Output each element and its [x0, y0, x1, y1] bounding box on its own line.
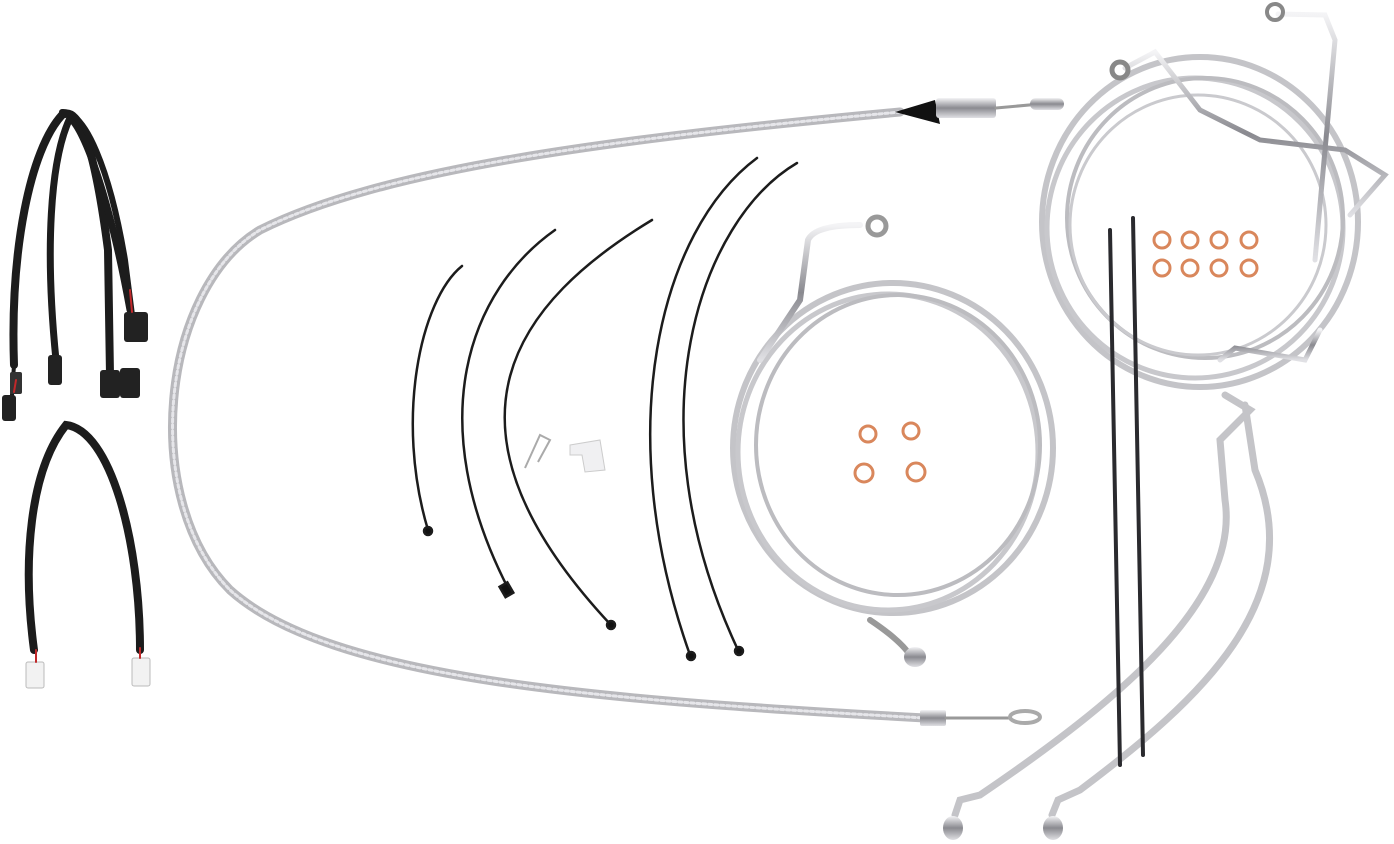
brake-line-coil-right	[943, 2, 1389, 840]
copper-washers-right	[1152, 230, 1259, 278]
lower-wiring-harness	[24, 420, 151, 689]
small-hardware	[524, 433, 606, 473]
clutch-cable	[168, 98, 1064, 726]
wiring-harness	[2, 109, 148, 421]
brake-line-coil-middle	[730, 214, 1056, 667]
copper-washers-middle	[853, 421, 927, 484]
black-rods	[1108, 216, 1145, 767]
zip-ties	[411, 156, 799, 662]
